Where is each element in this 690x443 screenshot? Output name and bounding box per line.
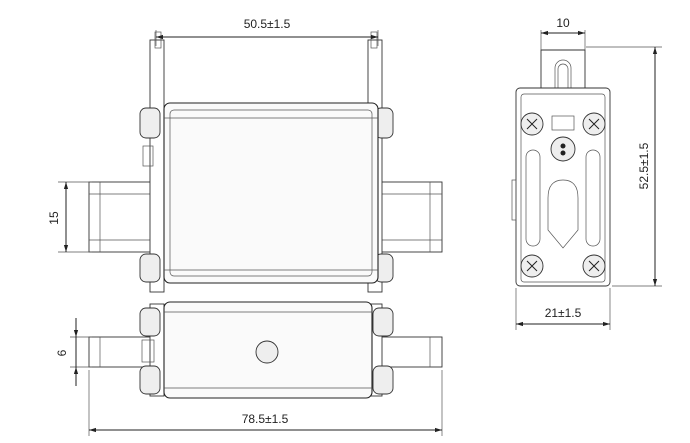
dim-bottom-height: 6: [55, 318, 92, 386]
label-tag-width: 10: [556, 16, 570, 30]
dim-right-height: 52.5±1.5: [586, 46, 662, 287]
bottom-indicator-circle: [255, 340, 279, 364]
side-screw-br: [582, 254, 606, 278]
side-drop-opening: [547, 179, 579, 249]
dim-side-width: 21±1.5: [515, 288, 611, 330]
side-top-tag: [540, 49, 586, 90]
label-overall-length: 78.5±1.5: [242, 412, 289, 426]
label-side-width: 21±1.5: [545, 306, 582, 320]
bottom-view: [88, 301, 443, 399]
side-indicator-clip: [551, 115, 575, 131]
front-knob-bl: [139, 253, 161, 283]
dim-overall-length: 78.5±1.5: [88, 370, 443, 436]
side-screw-tl: [520, 112, 544, 136]
dim-top-width: 50.5±1.5: [155, 17, 379, 46]
label-right-height: 52.5±1.5: [637, 142, 651, 189]
side-indicator: [550, 136, 576, 162]
label-top-width: 50.5±1.5: [244, 17, 291, 31]
side-slot-right: [585, 149, 601, 247]
front-view: [88, 31, 443, 293]
dim-tag-width: 10: [540, 16, 586, 50]
label-bottom-height: 6: [55, 349, 69, 356]
label-left-height: 15: [47, 211, 61, 225]
side-screw-tr: [582, 112, 606, 136]
front-fuse-body: [163, 102, 379, 284]
side-screw-bl: [520, 254, 544, 278]
side-slot-left: [525, 149, 541, 247]
front-knob-tl: [139, 107, 161, 139]
dim-left-height: 15: [47, 181, 92, 253]
side-view: [511, 49, 611, 287]
